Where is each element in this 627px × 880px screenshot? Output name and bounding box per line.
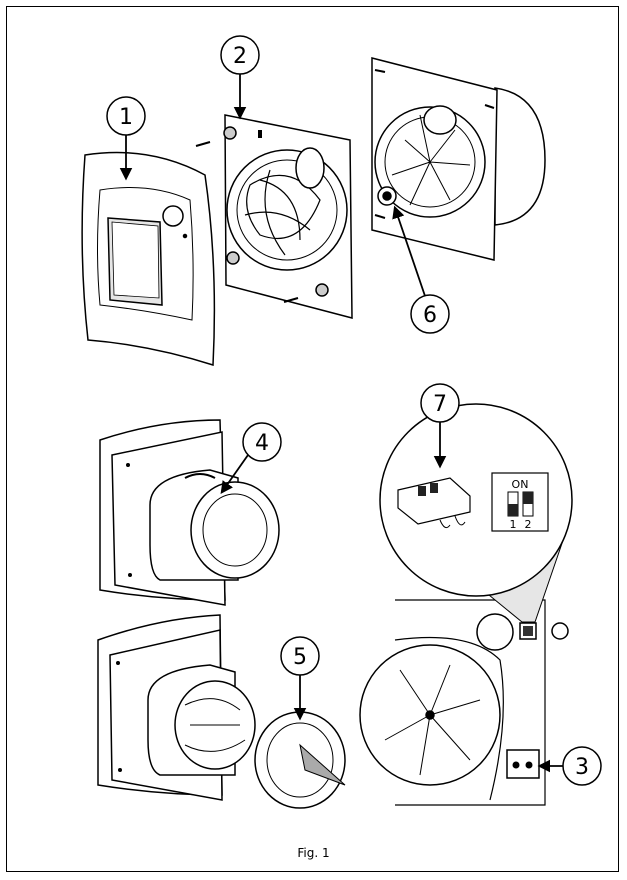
callout-1: 1: [106, 96, 146, 181]
fan-ring-removed-view: [97, 614, 346, 809]
dip-switch-1: [508, 504, 518, 516]
internal-detail-view: [359, 599, 569, 806]
svg-text:4: 4: [255, 431, 269, 456]
dip-switch-2-label: 2: [525, 518, 532, 531]
svg-text:3: 3: [575, 755, 589, 780]
dip-switch-2: [523, 492, 533, 504]
figure-frame: [6, 6, 619, 872]
svg-text:5: 5: [293, 645, 307, 670]
grille-plate: [195, 114, 353, 319]
callout-2: 2: [220, 35, 260, 120]
dip-switch-panel: [491, 472, 549, 532]
callout-4: 4: [220, 422, 282, 495]
dip-switch-1-label: 1: [510, 518, 517, 531]
svg-text:2: 2: [233, 44, 247, 69]
magnified-dip-switch: ON 1 2: [379, 403, 573, 597]
callout-7: 7: [420, 383, 460, 469]
dip-on-label: ON: [512, 478, 529, 491]
rear-housing: [371, 57, 546, 261]
figure-caption: Fig. 1: [297, 846, 330, 860]
assembled-fan-view: [99, 419, 280, 606]
svg-text:1: 1: [119, 105, 133, 130]
callout-6: 6: [392, 205, 450, 334]
callout-3: 3: [537, 746, 602, 786]
callout-5: 5: [280, 636, 320, 721]
svg-text:6: 6: [423, 303, 437, 328]
front-cover-panel: [81, 151, 216, 367]
svg-text:7: 7: [433, 392, 447, 417]
